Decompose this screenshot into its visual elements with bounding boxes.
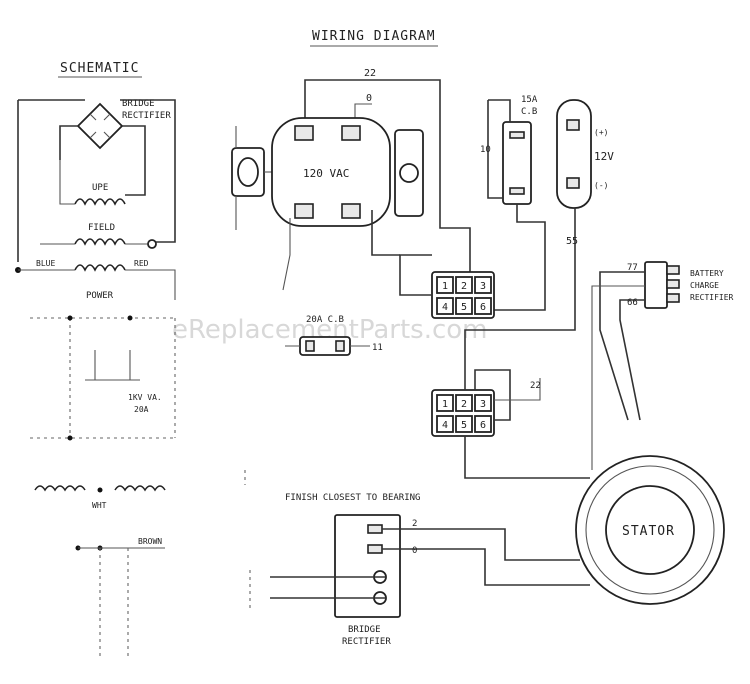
- schematic-upe-label: UPE: [92, 183, 108, 193]
- schematic-coil-lower-right: [114, 485, 166, 492]
- lower-term-6: 6: [480, 420, 486, 431]
- bridge-label-1: BRIDGE: [348, 625, 381, 635]
- wire-2-label: 2: [412, 519, 417, 529]
- left-plug: [231, 126, 272, 230]
- lower-term-5: 5: [461, 420, 467, 431]
- schematic-coil-lower-left: [34, 485, 86, 492]
- lower-term-1: 1: [442, 399, 448, 410]
- bridge-rectifier: BRIDGE RECTIFIER: [334, 514, 401, 647]
- cb-top-label-2: C.B: [521, 107, 537, 117]
- schematic-wht-label: WHT: [92, 501, 107, 510]
- upper-term-4: 4: [442, 302, 448, 313]
- wire-55-label: 55: [566, 236, 578, 247]
- wire-11-label: 11: [372, 343, 383, 353]
- schematic-coil-power: [74, 264, 126, 272]
- wire-10-label: 10: [480, 145, 491, 155]
- schematic-coil-upper: [74, 198, 126, 206]
- schematic-field-label: FIELD: [88, 223, 115, 233]
- terminal-block-lower: 1 2 3 4 5 6: [431, 389, 495, 437]
- vac-label: 120 VAC: [303, 167, 349, 180]
- wiring-diagram-title: WIRING DIAGRAM: [310, 29, 438, 47]
- battery-charge-rectifier: BATTERY CHARGE RECTIFIER: [644, 261, 734, 309]
- schematic-bridge-label-2: RECTIFIER: [122, 111, 171, 121]
- schematic-title-text: SCHEMATIC: [60, 61, 139, 76]
- schematic-coil-field: [74, 238, 126, 246]
- wire-0-low-label: 0: [412, 546, 417, 556]
- circuit-breaker-15a: 15A C.B: [502, 95, 538, 205]
- battery-rect-label-1: BATTERY: [690, 269, 724, 278]
- stator: STATOR: [575, 455, 725, 605]
- upper-term-3: 3: [480, 281, 486, 292]
- schematic-blue-label: BLUE: [36, 259, 55, 268]
- receptacle-120vac: 120 VAC: [271, 117, 391, 227]
- lower-term-3: 3: [480, 399, 486, 410]
- schematic-red-label: RED: [134, 259, 149, 268]
- terminal-block-upper: 1 2 3 4 5 6: [431, 271, 495, 319]
- wiring-title-text: WIRING DIAGRAM: [312, 29, 436, 44]
- schematic-bridge-label-1: BRIDGE: [122, 99, 155, 109]
- schematic-section: BRIDGE RECTIFIER UPE FIELD BLUE RED POWE…: [15, 99, 176, 660]
- voltage-label: 12V: [594, 150, 614, 163]
- minus-label: (-): [594, 181, 608, 190]
- upper-term-2: 2: [461, 281, 467, 292]
- upper-term-5: 5: [461, 302, 467, 313]
- battery-rect-label-3: RECTIFIER: [690, 293, 734, 302]
- bridge-label-2: RECTIFIER: [342, 637, 391, 647]
- wire-66-label: 66: [627, 298, 638, 308]
- schematic-amp-label: 20A: [134, 405, 149, 414]
- lower-term-2: 2: [461, 399, 467, 410]
- upper-term-6: 6: [480, 302, 486, 313]
- wire-77-label: 77: [627, 263, 638, 273]
- plus-label: (+): [594, 128, 608, 137]
- wire-22-mid-label: 22: [530, 381, 541, 391]
- schematic-title: SCHEMATIC: [58, 61, 142, 78]
- wire-22-top-label: 22: [364, 68, 376, 79]
- circuit-breaker-20a: 20A C.B: [299, 315, 351, 356]
- finish-note: FINISH CLOSEST TO BEARING: [285, 493, 420, 503]
- stator-label: STATOR: [622, 524, 675, 539]
- schematic-power-label: POWER: [86, 291, 114, 301]
- cb-top-label-1: 15A: [521, 95, 538, 105]
- battery-rect-label-2: CHARGE: [690, 281, 719, 290]
- cb-mid-label: 20A C.B: [306, 315, 344, 325]
- schematic-bridge-rectifier: [59, 102, 146, 196]
- wire-0-label: 0: [366, 93, 372, 104]
- right-nut: [394, 129, 424, 217]
- lower-term-4: 4: [442, 420, 448, 431]
- schematic-brown-label: BROWN: [138, 537, 162, 546]
- schematic-va-label: 1KV VA.: [128, 393, 162, 402]
- receptacle-12v: 12V (+) (-): [556, 99, 614, 209]
- wiring-section: 22 0 120 VAC: [231, 68, 734, 647]
- upper-term-1: 1: [442, 281, 448, 292]
